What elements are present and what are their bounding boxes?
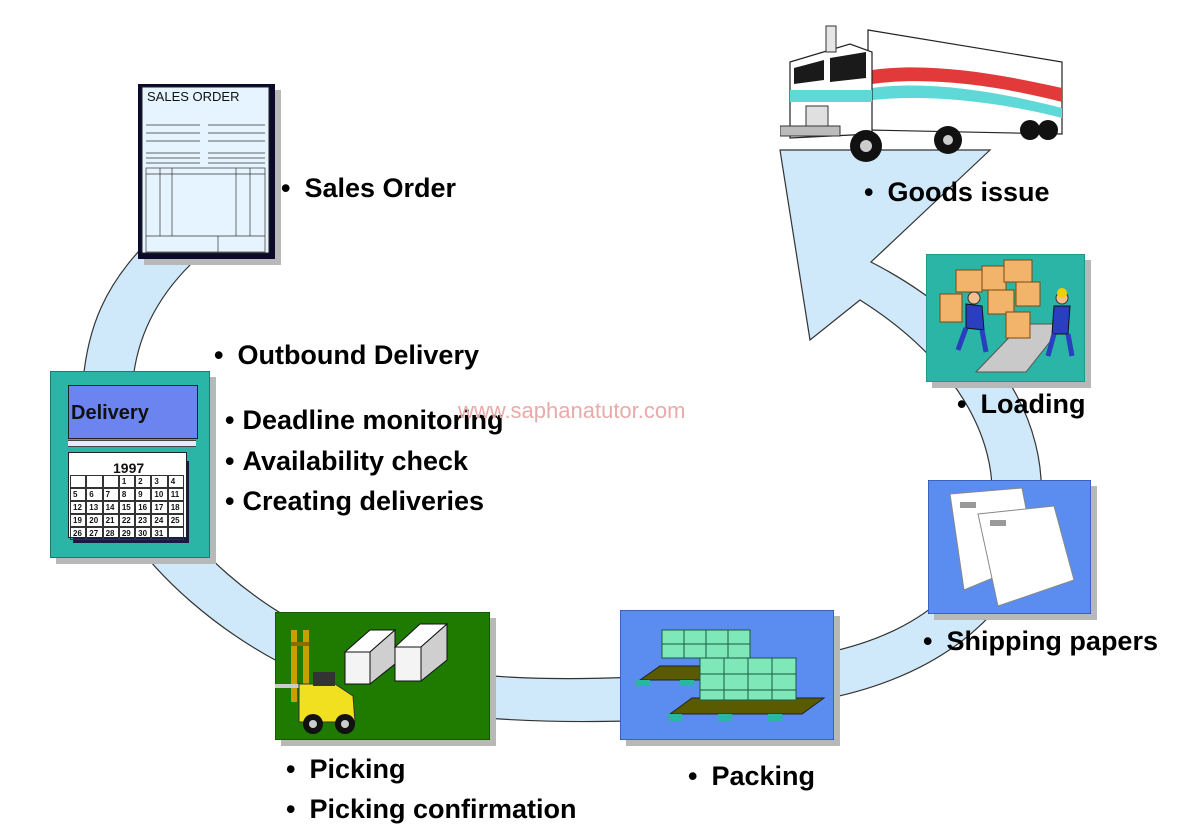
- calendar-day: 24: [151, 514, 168, 527]
- calendar-day: 10: [151, 488, 168, 501]
- calendar-day: 3: [151, 475, 168, 488]
- sales-order-form-icon: SALES ORDER: [138, 84, 275, 259]
- packing-pallets-icon: [620, 610, 834, 740]
- shipping-papers-icon: [928, 480, 1091, 614]
- picking-confirmation-label: •Picking confirmation: [286, 794, 577, 824]
- calendar-day: 12: [70, 501, 87, 514]
- delivery-card-header: Delivery: [68, 385, 198, 439]
- calendar-day: 7: [102, 488, 119, 501]
- availability-check-label: •Availability check: [225, 446, 469, 476]
- calendar-day: 25: [167, 514, 184, 527]
- calendar-day: 15: [118, 501, 136, 514]
- calendar-day: 21: [102, 514, 119, 527]
- calendar-day: 1: [118, 475, 136, 488]
- delivery-card-title: Delivery: [71, 402, 149, 424]
- sales-order-label: •Sales Order: [281, 173, 457, 203]
- calendar-day: 2: [135, 475, 152, 488]
- goods-issue-label: •Goods issue: [864, 177, 1050, 207]
- calendar-day: 6: [86, 488, 103, 501]
- calendar-blank-cell: [86, 475, 103, 488]
- calendar-day: 4: [167, 475, 184, 488]
- calendar-day: 13: [86, 501, 103, 514]
- packing-label: •Packing: [688, 761, 815, 791]
- loading-workers-icon: [926, 254, 1085, 382]
- calendar-blank-cell: [70, 475, 87, 488]
- calendar-blank-cell: [167, 527, 184, 540]
- calendar-day: 20: [86, 514, 103, 527]
- calendar-blank-cell: [102, 475, 119, 488]
- calendar-day: 17: [151, 501, 168, 514]
- creating-deliveries-label: •Creating deliveries: [225, 486, 485, 516]
- calendar-day: 29: [118, 527, 136, 540]
- calendar-day: 26: [70, 527, 87, 540]
- calendar-day: 16: [135, 501, 152, 514]
- calendar-day: 28: [102, 527, 119, 540]
- calendar-day: 22: [118, 514, 136, 527]
- picking-forklift-icon: [275, 612, 490, 740]
- truck-icon: [780, 25, 1063, 162]
- calendar-year: 1997: [113, 460, 145, 476]
- sales-order-form-title: SALES ORDER: [147, 89, 239, 104]
- calendar-day: 27: [86, 527, 103, 540]
- calendar-day: 30: [135, 527, 152, 540]
- loading-label: •Loading: [957, 389, 1086, 419]
- calendar-day: 19: [70, 514, 87, 527]
- picking-label: •Picking: [286, 754, 406, 784]
- calendar-day: 23: [135, 514, 152, 527]
- calendar-day: 11: [167, 488, 184, 501]
- calendar-day: 9: [135, 488, 152, 501]
- calendar-day: 14: [102, 501, 119, 514]
- outbound-delivery-label: •Outbound Delivery: [214, 340, 479, 370]
- calendar-day: 5: [70, 488, 87, 501]
- deadline-monitoring-label: •Deadline monitoring: [225, 405, 504, 435]
- watermark: www.saphanatutor.com: [458, 398, 686, 423]
- calendar-day: 8: [118, 488, 136, 501]
- calendar-day: 31: [151, 527, 168, 540]
- calendar-day: 18: [167, 501, 184, 514]
- shipping-papers-label: •Shipping papers: [923, 626, 1158, 656]
